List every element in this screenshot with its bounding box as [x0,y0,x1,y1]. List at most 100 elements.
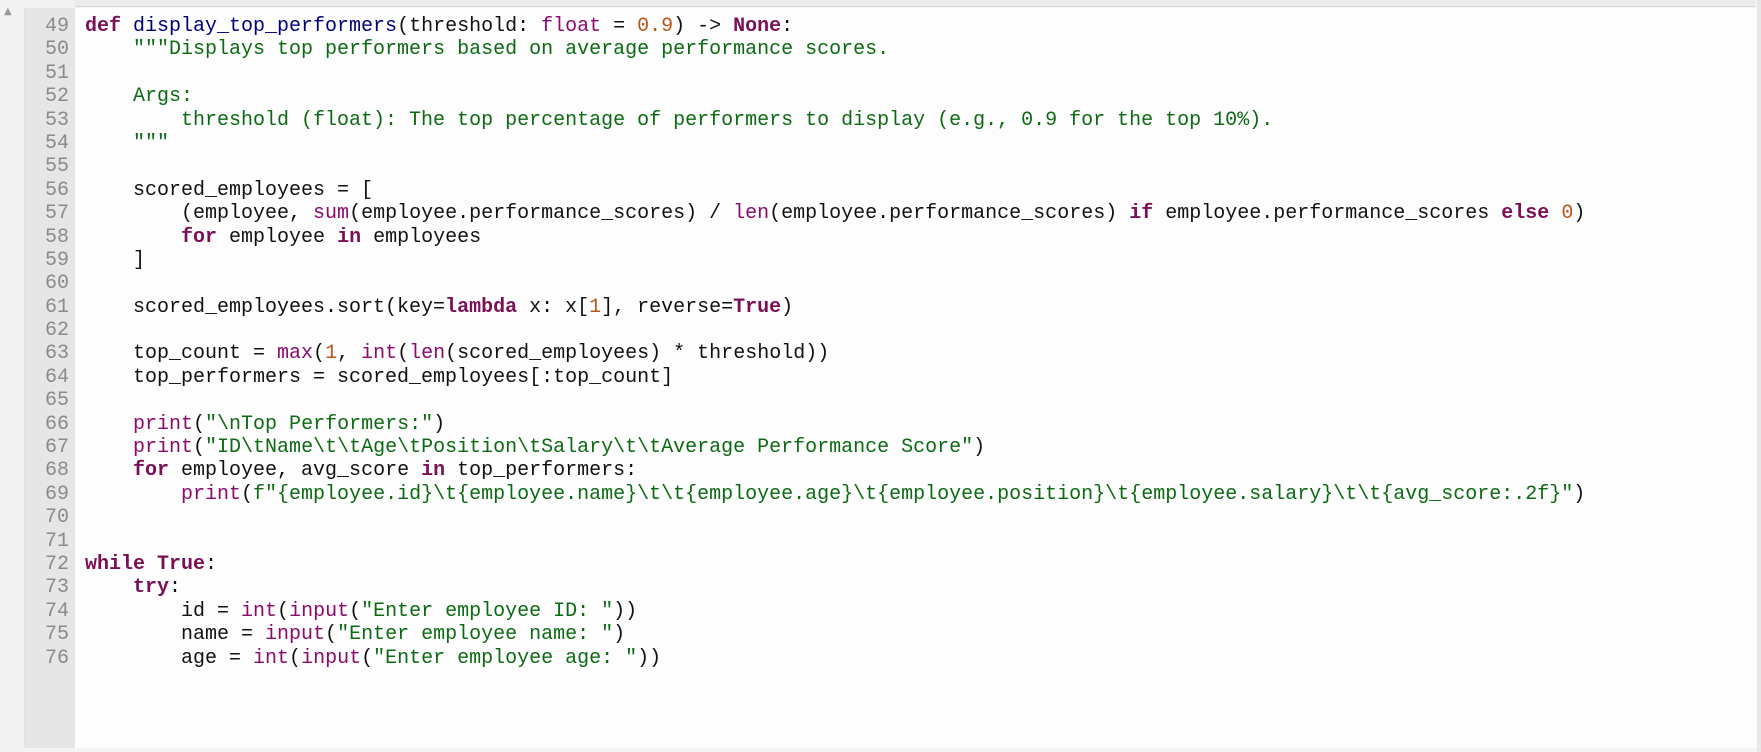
code-line[interactable]: 65 [25,389,1585,412]
code-line[interactable]: 64 top_performers = scored_employees[:to… [25,366,1585,389]
line-number: 68 [44,459,69,483]
line-number: 54 [44,131,69,155]
line-number: 76 [44,646,69,670]
code-line[interactable]: 71 [25,530,1585,553]
line-number: 51 [44,61,69,85]
code-line[interactable]: 76 age = int(input("Enter employee age: … [25,647,1585,670]
scroll-up-arrow-icon[interactable]: ▲ [4,6,12,17]
code-token: ( [349,599,362,623]
line-text: id = int(input("Enter employee ID: ")) [85,600,637,623]
code-token: int [241,599,278,623]
code-token: scored_employees = [ [85,178,374,202]
code-token: in [337,225,362,249]
code-token: float [541,15,602,38]
code-line[interactable]: 73 try: [25,576,1585,599]
code-token: len [733,202,770,226]
code-token: ) [781,295,794,319]
code-line[interactable]: 56 scored_employees = [ [25,179,1585,202]
code-token [1549,202,1561,225]
line-text: scored_employees = [ [85,179,373,202]
code-token: ) [1573,202,1586,226]
code-token: int [361,342,398,366]
code-line[interactable]: 55 [25,155,1585,178]
code-token: employee.performance_scores [1153,202,1502,226]
code-line[interactable]: 62 [25,319,1585,342]
line-number: 69 [44,482,69,506]
line-number: 52 [44,85,69,109]
code-token: if [1129,202,1154,226]
code-token [85,483,181,506]
code-line[interactable]: 52 Args: [25,85,1585,108]
line-text: for employee, avg_score in top_performer… [85,459,637,482]
line-text: """ [85,132,169,155]
code-token: ) [613,623,626,647]
code-line[interactable]: 69 print(f"{employee.id}\t{employee.name… [25,483,1585,506]
code-token: threshold (float): The top percentage of… [85,108,1274,132]
line-number: 72 [44,552,69,576]
code-token: ) [433,412,446,436]
code-token: 1 [589,295,602,319]
code-token: True [157,552,206,576]
code-token: input [289,599,350,623]
code-token: ( [241,482,254,506]
code-token [85,576,133,599]
code-token: (employee.performance_scores) / [349,202,734,226]
code-token [85,413,133,436]
code-token: while [85,552,146,576]
line-text: try: [85,576,181,599]
code-token: input [301,646,362,670]
line-number: 56 [44,178,69,202]
code-line[interactable]: 50 """Displays top performers based on a… [25,38,1585,61]
code-line[interactable]: 74 id = int(input("Enter employee ID: ")… [25,600,1585,623]
code-token: ) [1573,482,1586,506]
code-token: )) [637,646,662,670]
code-line[interactable]: 66 print("\nTop Performers:") [25,413,1585,436]
code-line[interactable]: 54 """ [25,132,1585,155]
line-number: 71 [44,529,69,553]
code-line[interactable]: 53 threshold (float): The top percentage… [25,109,1585,132]
code-line[interactable]: 61 scored_employees.sort(key=lambda x: x… [25,296,1585,319]
code-token: ( [193,436,206,460]
code-token: "Enter employee age: " [373,646,638,670]
code-line[interactable]: 57 (employee, sum(employee.performance_s… [25,202,1585,225]
code-token: : [781,15,794,38]
code-line[interactable]: 75 name = input("Enter employee name: ") [25,623,1585,646]
line-number: 60 [44,272,69,296]
code-line[interactable]: 58 for employee in employees [25,226,1585,249]
line-text: print("\nTop Performers:") [85,413,445,436]
code-token: ) -> [673,15,734,38]
code-token [85,226,181,249]
code-line[interactable]: 72 while True: [25,553,1585,576]
code-token: top_performers: [445,459,638,483]
line-text: threshold (float): The top percentage of… [85,109,1273,132]
line-number: 57 [44,202,69,226]
code-token: scored_employees.sort(key= [85,295,446,319]
code-line[interactable]: 51 [25,62,1585,85]
vertical-scrollbar[interactable]: ▲ [0,0,22,752]
code-token: f"{employee.id}\t{employee.name}\t\t{emp… [253,482,1574,506]
code-token: id = [85,599,242,623]
code-line[interactable]: 60 [25,272,1585,295]
code-token: 1 [325,342,338,366]
code-line[interactable]: 59 ] [25,249,1585,272]
code-line[interactable]: 67 print("ID\tName\t\tAge\tPosition\tSal… [25,436,1585,459]
code-line[interactable]: 63 top_count = max(1, int(len(scored_emp… [25,342,1585,365]
line-text: while True: [85,553,217,576]
line-number: 58 [44,225,69,249]
code-line[interactable]: 70 [25,506,1585,529]
code-token: (scored_employees) * threshold)) [445,342,830,366]
code-token: 0 [1561,202,1574,226]
code-line[interactable]: 68 for employee, avg_score in top_perfor… [25,459,1585,482]
code-token: True [733,295,782,319]
code-token: "Enter employee ID: " [361,599,614,623]
line-number: 66 [44,412,69,436]
code-token: print [133,436,194,460]
right-edge [1757,0,1761,752]
line-number: 59 [44,248,69,272]
code-token: x: x[ [517,295,590,319]
line-text: for employee in employees [85,226,481,249]
code-token: """ [85,131,170,155]
code-token: ( [361,646,374,670]
